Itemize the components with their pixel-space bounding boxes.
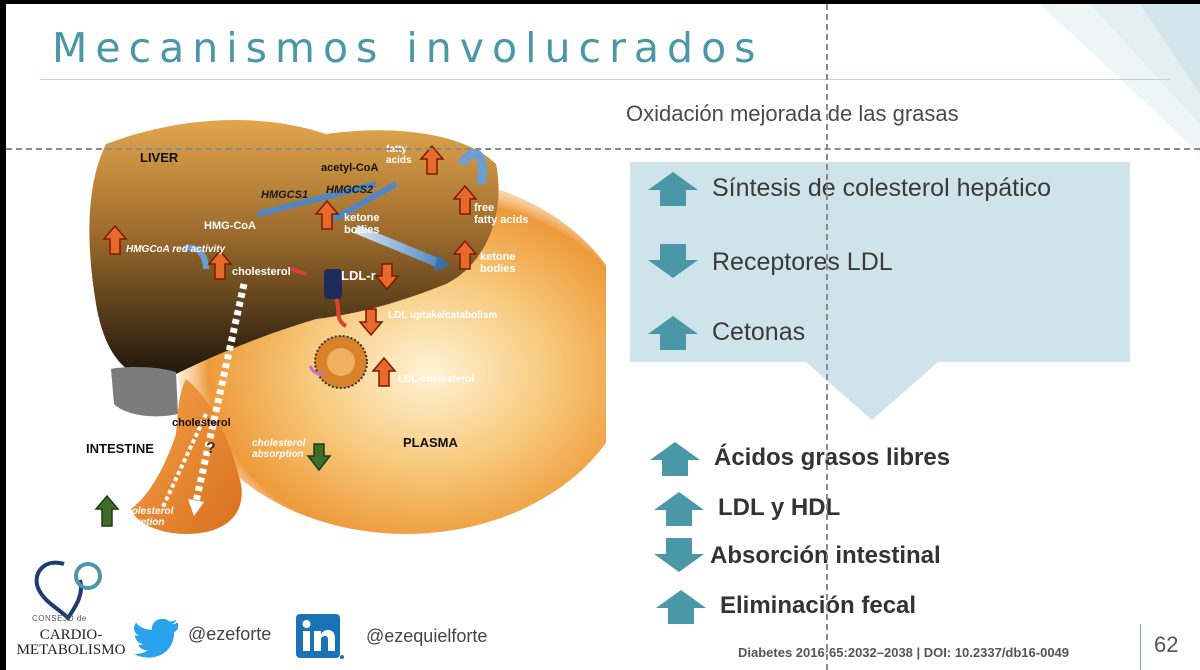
label-chol-excretion: cholesterol excretion bbox=[120, 506, 174, 528]
up-arrow-icon bbox=[648, 316, 698, 350]
twitter-icon[interactable] bbox=[134, 618, 180, 658]
mechanism-box-pointer bbox=[806, 362, 938, 420]
label-hmgcoa-red: HMGCoA red activity bbox=[126, 244, 226, 255]
box-item-1: Receptores LDL bbox=[648, 244, 893, 280]
result-item-0: Ácidos grasos libres bbox=[650, 440, 950, 476]
mechanism-box bbox=[630, 162, 1130, 362]
up-arrow-icon bbox=[648, 172, 698, 206]
liver-physiology-figure: LIVER INTESTINE PLASMA acetyl-CoA fatty … bbox=[66, 104, 636, 554]
label-cholesterol-liver: cholesterol bbox=[232, 266, 291, 278]
gallbladder-shape bbox=[111, 367, 178, 417]
label-hmgcs1: HMGCS1 bbox=[261, 189, 309, 201]
label-ketone-bodies-liver: ketone bodies bbox=[344, 212, 380, 237]
label-ldl-cholesterol: LDL-cholesterol bbox=[398, 374, 475, 385]
logo-cardiometabolismo-text: CARDIO- METABOLISMO bbox=[16, 627, 126, 658]
down-arrow-icon bbox=[654, 538, 704, 572]
label-ketone-bodies-plasma: ketone bodies bbox=[480, 251, 516, 276]
up-arrow-icon bbox=[650, 442, 700, 476]
cardiometabolismo-logo-icon bbox=[34, 560, 102, 622]
figure-arrows bbox=[94, 144, 478, 527]
label-ldl-uptake: LDL uptake/catabolism bbox=[388, 310, 498, 321]
subtitle: Oxidación mejorada de las grasas bbox=[626, 101, 959, 126]
label-acetyl-coa: acetyl-CoA bbox=[321, 162, 379, 174]
label-hmg-coa: HMG-CoA bbox=[204, 220, 256, 232]
linkedin-icon[interactable] bbox=[296, 614, 344, 660]
page-number: 62 bbox=[1154, 632, 1179, 657]
twitter-handle[interactable]: @ezeforte bbox=[188, 624, 272, 644]
label-ldl-r: LDL-r bbox=[341, 268, 376, 283]
down-arrow-icon bbox=[306, 263, 400, 472]
label-intestine: INTESTINE bbox=[86, 441, 154, 456]
label-free-fatty-acids: free fatty acids bbox=[474, 202, 529, 227]
result-item-3: Eliminación fecal bbox=[656, 588, 916, 624]
slide-title: Mecanismos involucrados bbox=[52, 24, 764, 72]
figure-illustration bbox=[89, 120, 636, 534]
box-item-0: Síntesis de colesterol hepático bbox=[648, 170, 1051, 206]
title-underline bbox=[40, 79, 1170, 80]
label-plasma: PLASMA bbox=[403, 435, 458, 450]
citation: Diabetes 2016;65:2032–2038 | DOI: 10.233… bbox=[738, 645, 1070, 660]
page-number-divider bbox=[1140, 624, 1141, 670]
label-chol-absorption: cholesterol absorption bbox=[252, 438, 306, 460]
result-item-2: Absorción intestinal bbox=[654, 538, 941, 574]
up-arrow-icon bbox=[94, 144, 478, 527]
linkedin-handle[interactable]: @ezequielforte bbox=[366, 626, 488, 646]
result-item-1: LDL y HDL bbox=[654, 490, 840, 526]
logo-consejo-text: CONSEJO de bbox=[32, 614, 87, 623]
guide-line-vertical bbox=[826, 4, 828, 670]
up-arrow-icon bbox=[654, 492, 704, 526]
label-question: ? bbox=[206, 440, 216, 457]
label-cholesterol-intestine: cholesterol bbox=[172, 417, 231, 429]
down-arrow-icon bbox=[648, 244, 698, 278]
ldl-receptor bbox=[324, 269, 342, 299]
slide: Mecanismos involucrados bbox=[6, 4, 1200, 670]
box-item-2: Cetonas bbox=[648, 314, 805, 350]
label-hmgcs2: HMGCS2 bbox=[326, 184, 374, 196]
guide-line-horizontal bbox=[6, 148, 1200, 150]
label-liver: LIVER bbox=[140, 150, 179, 165]
up-arrow-icon bbox=[656, 590, 706, 624]
